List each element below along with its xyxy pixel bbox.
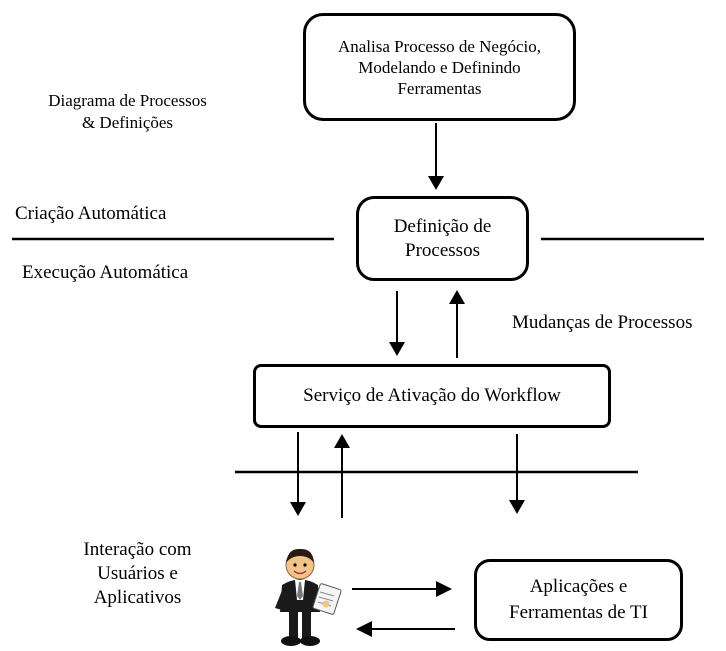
- workflow-label: Serviço de Ativação do Workflow: [303, 385, 561, 406]
- apps-line-2: Ferramentas de TI: [509, 602, 648, 623]
- automatic-creation-label: Criação Automática: [15, 203, 167, 224]
- interaction-line-3: Aplicativos: [93, 587, 182, 608]
- arrow-down-to-workflow: [389, 291, 405, 356]
- definition-line-2: Processos: [405, 239, 480, 261]
- apps-line-1: Aplicações e: [529, 576, 628, 597]
- diagram-line-1: Diagrama de Processos: [48, 91, 207, 110]
- arrow-up-to-workflow: [334, 434, 350, 518]
- person-icon: [275, 548, 342, 646]
- arrow-down-to-user: [290, 432, 306, 516]
- arrow-left-to-user: [356, 621, 455, 637]
- diagram-definitions-label: Diagrama de Processos & Definições: [30, 90, 225, 134]
- process-definition-box: Definição de Processos: [356, 196, 529, 281]
- process-changes-label: Mudanças de Processos: [512, 312, 693, 333]
- arrow-down-to-definition: [428, 123, 444, 190]
- analyze-line-2: Modelando e Definindo: [358, 57, 521, 77]
- arrow-up-to-definition: [449, 290, 465, 358]
- interaction-line-1: Interação com: [83, 539, 192, 560]
- analyze-line-1: Analisa Processo de Negócio,: [337, 36, 541, 56]
- it-apps-box: Aplicações e Ferramentas de TI: [474, 559, 683, 641]
- automatic-execution-label: Execução Automática: [22, 262, 189, 283]
- arrow-right-to-apps: [352, 581, 452, 597]
- analyze-line-3: Ferramentas: [397, 78, 482, 98]
- definition-line-1: Definição de: [393, 215, 492, 237]
- interaction-label: Interação com Usuários e Aplicativos: [50, 538, 225, 610]
- analyze-process-box: Analisa Processo de Negócio, Modelando e…: [303, 13, 576, 121]
- interaction-line-2: Usuários e: [97, 563, 178, 584]
- diagram-line-2: & Definições: [81, 113, 174, 132]
- workflow-service-box: Serviço de Ativação do Workflow: [253, 364, 611, 428]
- arrow-down-to-apps: [509, 434, 525, 514]
